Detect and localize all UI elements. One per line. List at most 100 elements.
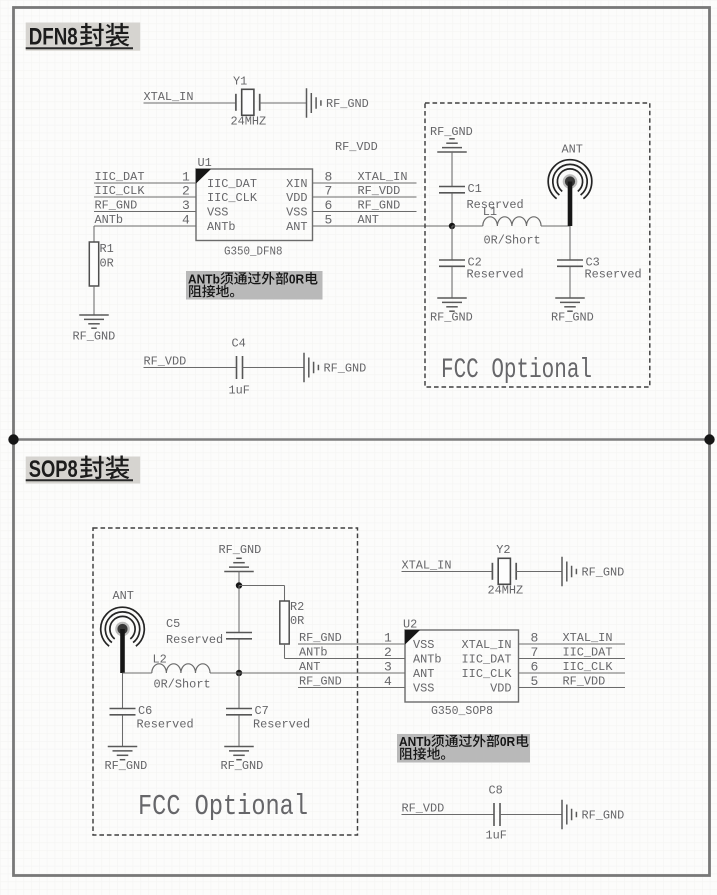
svg-text:24MHZ: 24MHZ (231, 115, 267, 129)
svg-text:XTAL_IN: XTAL_IN (563, 631, 613, 645)
svg-text:IIC_CLK: IIC_CLK (462, 667, 513, 681)
svg-text:L1: L1 (483, 205, 497, 219)
svg-text:U1: U1 (198, 156, 212, 170)
svg-text:RF_GND: RF_GND (551, 311, 594, 325)
svg-text:VSS: VSS (286, 206, 307, 220)
svg-text:C8: C8 (489, 784, 503, 798)
svg-text:RF_GND: RF_GND (219, 543, 262, 557)
svg-text:7: 7 (325, 183, 333, 198)
svg-text:ANTb: ANTb (299, 645, 328, 659)
svg-text:RF_GND: RF_GND (358, 198, 401, 212)
svg-text:RF_GND: RF_GND (95, 198, 138, 212)
svg-text:IIC_DAT: IIC_DAT (462, 653, 512, 667)
svg-text:RF_GND: RF_GND (73, 330, 116, 344)
svg-text:7: 7 (531, 645, 539, 660)
svg-text:3: 3 (384, 659, 392, 674)
svg-text:RF_GND: RF_GND (430, 311, 473, 325)
svg-text:RF_VDD: RF_VDD (563, 674, 606, 688)
svg-text:2: 2 (182, 183, 190, 198)
svg-text:RF_GND: RF_GND (326, 97, 369, 111)
svg-text:8: 8 (531, 630, 539, 645)
svg-text:RF_GND: RF_GND (582, 565, 625, 579)
svg-text:G350_SOP8: G350_SOP8 (431, 704, 493, 718)
svg-text:ANTb: ANTb (399, 734, 431, 749)
svg-text:RF_GND: RF_GND (299, 631, 342, 645)
svg-text:ANTb: ANTb (413, 653, 442, 667)
svg-text:5: 5 (325, 212, 333, 227)
svg-text:L2: L2 (153, 653, 167, 667)
svg-text:RF_VDD: RF_VDD (144, 354, 187, 368)
svg-text:4: 4 (182, 212, 190, 227)
svg-text:IIC_DAT: IIC_DAT (95, 170, 145, 184)
svg-text:XTAL_IN: XTAL_IN (144, 90, 194, 104)
svg-text:3: 3 (182, 198, 190, 213)
svg-text:RF_VDD: RF_VDD (402, 801, 445, 815)
svg-text:IIC_DAT: IIC_DAT (563, 645, 613, 659)
svg-text:R1: R1 (100, 242, 114, 256)
svg-text:VDD: VDD (286, 191, 307, 205)
svg-text:2: 2 (384, 645, 392, 660)
svg-text:XTAL_IN: XTAL_IN (462, 638, 512, 652)
svg-text:1uF: 1uF (229, 384, 250, 398)
svg-text:0R/Short: 0R/Short (154, 678, 211, 692)
svg-text:RF_GND: RF_GND (324, 361, 367, 375)
svg-text:C1: C1 (468, 182, 482, 196)
svg-text:C3: C3 (586, 256, 600, 270)
svg-text:ANTb: ANTb (207, 220, 236, 234)
svg-text:ANTb: ANTb (188, 272, 220, 287)
svg-text:Reserved: Reserved (467, 198, 524, 212)
svg-text:0R: 0R (289, 272, 305, 287)
svg-text:SOP8: SOP8 (29, 456, 78, 483)
svg-text:1: 1 (384, 630, 392, 645)
svg-text:IIC_CLK: IIC_CLK (95, 184, 146, 198)
svg-text:IIC_CLK: IIC_CLK (207, 191, 258, 205)
svg-text:ANT: ANT (562, 143, 583, 157)
svg-text:IIC_DAT: IIC_DAT (207, 177, 257, 191)
svg-text:0R: 0R (290, 614, 304, 628)
svg-text:ANT: ANT (286, 220, 307, 234)
svg-text:6: 6 (531, 659, 539, 674)
svg-text:ANT: ANT (113, 589, 134, 603)
svg-text:XIN: XIN (286, 177, 307, 191)
svg-text:FCC Optional: FCC Optional (138, 790, 308, 823)
svg-text:C5: C5 (166, 617, 180, 631)
svg-text:IIC_CLK: IIC_CLK (563, 660, 614, 674)
svg-text:1: 1 (182, 169, 190, 184)
svg-text:0R: 0R (100, 257, 114, 271)
svg-text:VSS: VSS (413, 638, 434, 652)
svg-text:0R: 0R (500, 734, 516, 749)
svg-text:Reserved: Reserved (137, 718, 194, 732)
svg-text:RF_GND: RF_GND (221, 759, 264, 773)
svg-text:Reserved: Reserved (253, 718, 310, 732)
svg-text:Reserved: Reserved (166, 633, 223, 647)
svg-text:ANT: ANT (299, 660, 320, 674)
svg-text:RF_VDD: RF_VDD (335, 140, 378, 154)
svg-text:C7: C7 (255, 704, 269, 718)
svg-text:FCC Optional: FCC Optional (441, 355, 592, 386)
svg-text:6: 6 (325, 198, 333, 213)
svg-text:VSS: VSS (207, 206, 228, 220)
svg-text:C6: C6 (138, 704, 152, 718)
svg-text:XTAL_IN: XTAL_IN (402, 558, 452, 572)
svg-text:Y2: Y2 (496, 543, 510, 557)
svg-text:C2: C2 (468, 256, 482, 270)
svg-text:5: 5 (531, 674, 539, 689)
svg-text:RF_GND: RF_GND (430, 125, 473, 139)
svg-text:ANT: ANT (413, 667, 434, 681)
svg-text:Reserved: Reserved (467, 268, 524, 282)
svg-text:4: 4 (384, 674, 392, 689)
svg-text:Y1: Y1 (233, 75, 247, 89)
svg-text:U2: U2 (403, 618, 417, 632)
svg-text:R2: R2 (290, 600, 304, 614)
svg-text:ANTb: ANTb (95, 213, 124, 227)
svg-text:C4: C4 (232, 337, 246, 351)
svg-text:0R/Short: 0R/Short (484, 234, 541, 248)
svg-text:RF_GND: RF_GND (299, 674, 342, 688)
svg-text:8: 8 (325, 169, 333, 184)
svg-text:1uF: 1uF (486, 829, 507, 843)
svg-text:VDD: VDD (490, 682, 511, 696)
svg-text:Reserved: Reserved (585, 268, 642, 282)
svg-text:XTAL_IN: XTAL_IN (358, 170, 408, 184)
svg-text:RF_GND: RF_GND (105, 759, 148, 773)
svg-text:RF_GND: RF_GND (582, 808, 625, 822)
